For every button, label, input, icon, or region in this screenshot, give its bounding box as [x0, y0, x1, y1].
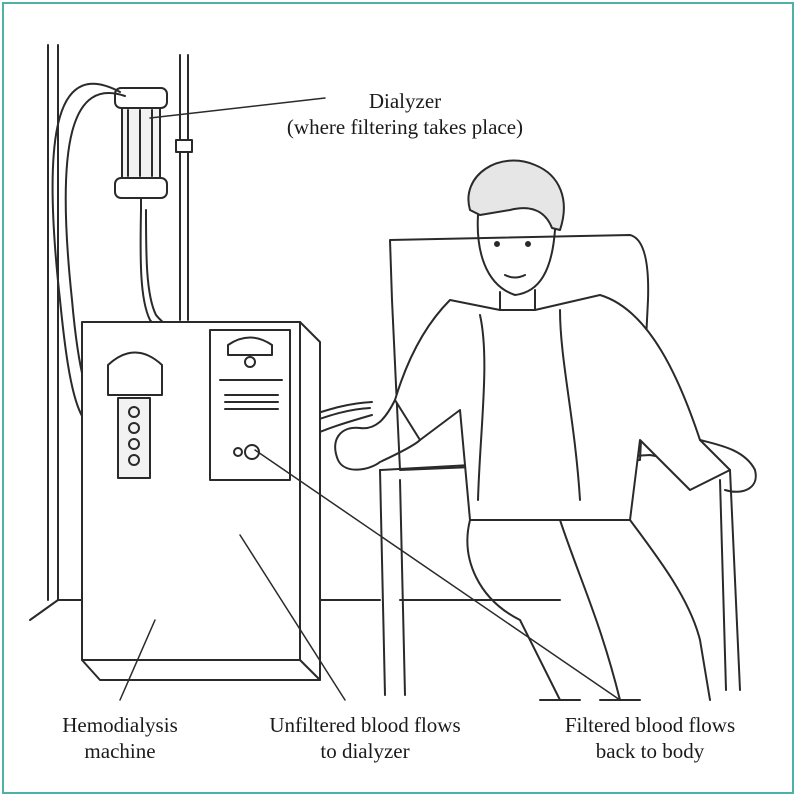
iv-pole [175, 54, 193, 321]
unfiltered-label-line1: Unfiltered blood flows [269, 713, 461, 737]
hemodialysis-machine [81, 321, 321, 681]
unfiltered-label: Unfiltered blood flows to dialyzer [235, 712, 495, 764]
machine-label: Hemodialysis machine [20, 712, 220, 764]
dialyzer-label-line1: Dialyzer [368, 89, 442, 113]
dialyzer-unit [114, 87, 168, 211]
machine-label-line2: machine [84, 739, 156, 763]
patient [334, 159, 757, 701]
filtered-label-line2: back to body [595, 739, 705, 763]
dialyzer-label: Dialyzer (where filtering takes place) [250, 88, 560, 140]
callout-lines [119, 97, 621, 701]
dialyzer-label-line2: (where filtering takes place) [286, 115, 524, 139]
machine-label-line1: Hemodialysis [62, 713, 178, 737]
unfiltered-label-line2: to dialyzer [320, 739, 410, 763]
filtered-label: Filtered blood flows back to body [520, 712, 780, 764]
filtered-label-line1: Filtered blood flows [564, 713, 736, 737]
